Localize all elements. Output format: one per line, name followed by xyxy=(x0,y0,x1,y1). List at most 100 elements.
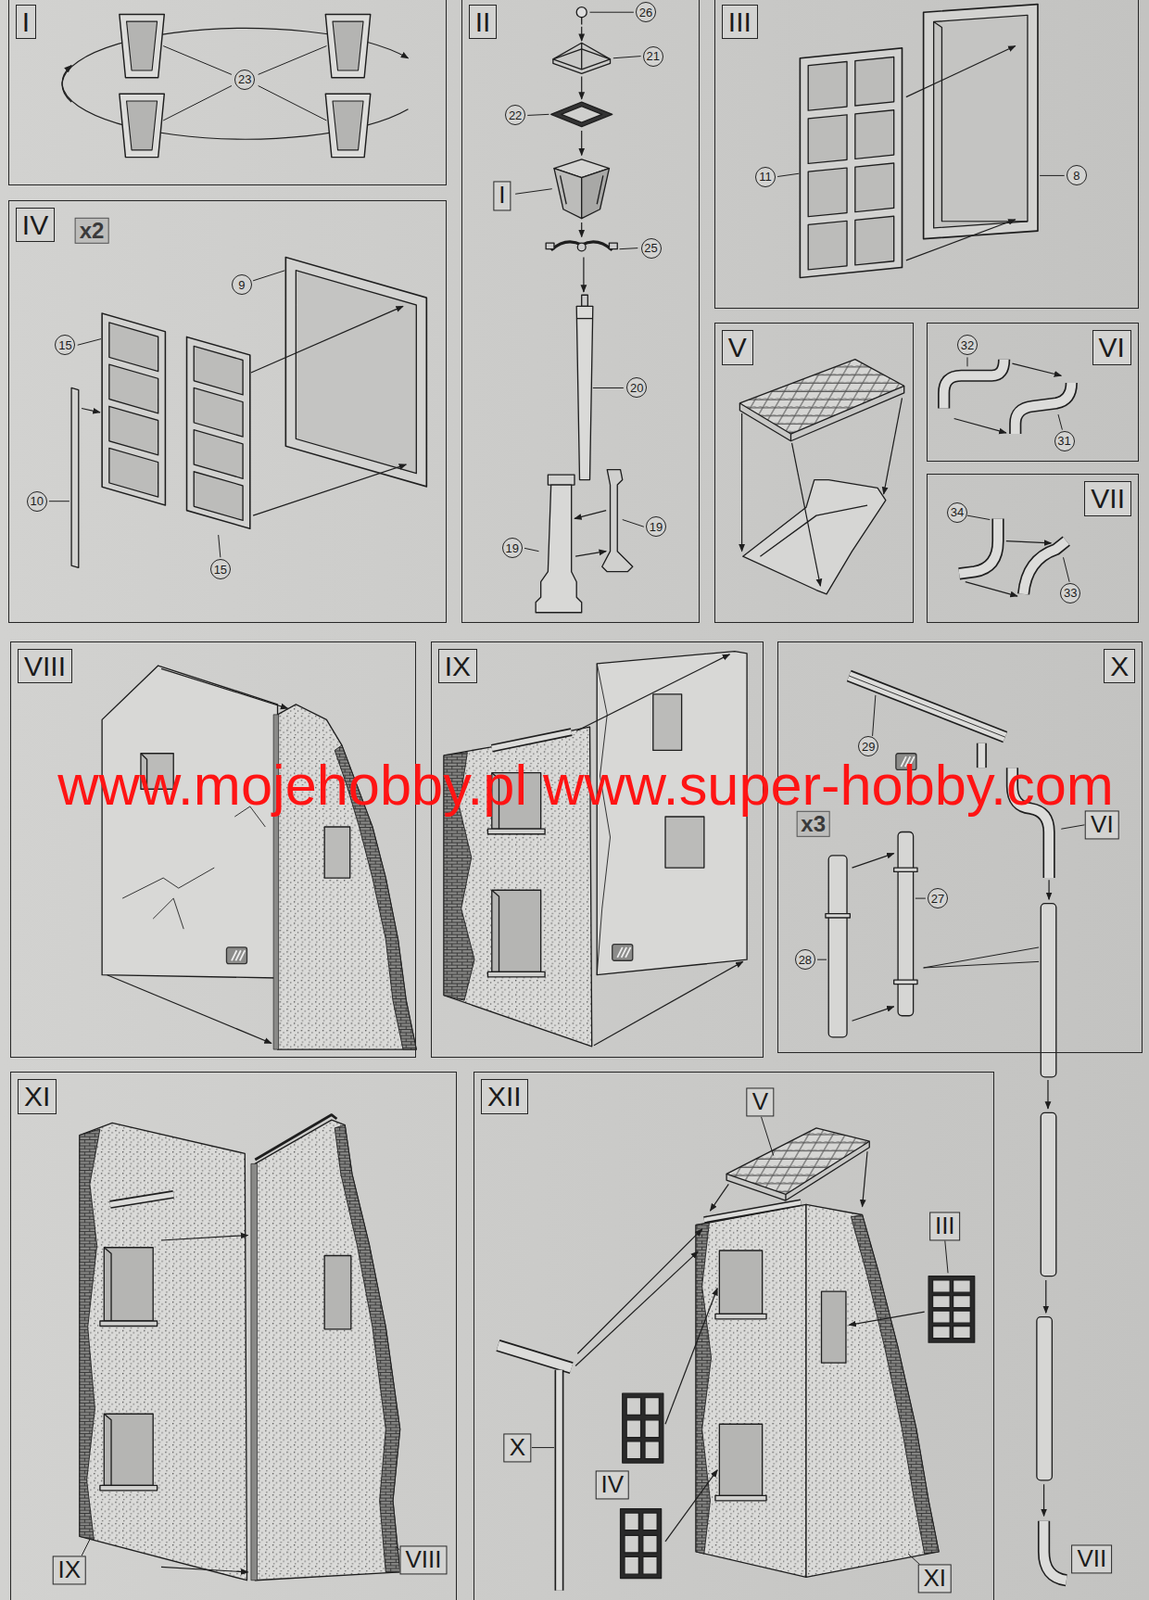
callout-number: 32 xyxy=(957,334,978,355)
drawing-part xyxy=(101,313,165,506)
drawing-part xyxy=(1006,541,1051,543)
drawing-part xyxy=(959,517,998,573)
pipe-shoe xyxy=(959,515,1070,596)
step-panel: III xyxy=(714,0,1139,309)
drawing-part xyxy=(187,336,251,529)
drawing-part xyxy=(163,46,327,121)
drawing-part xyxy=(1011,363,1061,376)
drawing-part xyxy=(906,219,1016,261)
drawing-part xyxy=(923,4,1038,240)
drawing-part xyxy=(665,816,705,868)
callout-number: 28 xyxy=(795,948,816,970)
step-number: VII xyxy=(1084,480,1132,517)
callout-number: 20 xyxy=(626,377,647,398)
step-number: VIII xyxy=(17,648,73,684)
drawing-part xyxy=(497,1344,571,1367)
drawing-part xyxy=(613,56,642,59)
drawing-part xyxy=(923,946,1039,968)
drawing-part xyxy=(487,971,545,977)
drawing-part xyxy=(527,113,549,115)
drawing-part xyxy=(100,1320,158,1326)
drawing-part xyxy=(593,387,624,389)
drawing-part xyxy=(251,305,404,373)
drawing-part xyxy=(119,93,165,157)
drawing-part xyxy=(593,960,744,1045)
drawing-part xyxy=(1040,903,1057,1077)
step-number: II xyxy=(468,4,498,40)
drawing-part xyxy=(848,675,1005,737)
callout-number: 22 xyxy=(505,104,526,126)
callout-number: 27 xyxy=(927,887,948,909)
callout-number: 21 xyxy=(643,46,664,67)
step-panel: XII xyxy=(473,1071,995,1600)
drawing-part xyxy=(719,1250,762,1314)
drawing-part xyxy=(285,257,427,487)
callout-number: 10 xyxy=(26,491,48,512)
drawing-part xyxy=(821,1290,846,1363)
drawing-part xyxy=(923,4,1038,240)
drawing-part xyxy=(555,1369,565,1591)
drawing-part xyxy=(577,242,586,252)
drawing-part xyxy=(107,974,272,1044)
drawing-part xyxy=(1047,879,1049,899)
callout-number: 8 xyxy=(1066,164,1087,186)
drawing-part xyxy=(799,48,902,278)
drawing-part xyxy=(928,1275,975,1343)
drawing-part xyxy=(808,62,847,112)
drawing-part xyxy=(792,442,821,586)
drawing-part xyxy=(254,1119,400,1580)
drawing-part xyxy=(49,270,285,557)
drawing-part xyxy=(1040,1111,1057,1276)
drawing-part xyxy=(808,220,847,270)
callout-number: 26 xyxy=(635,1,657,23)
drawing-part xyxy=(576,317,594,319)
part-reference: III xyxy=(929,1211,961,1240)
drawing-part xyxy=(1044,1520,1067,1580)
drawing-part xyxy=(561,106,603,124)
drawing-part xyxy=(620,1508,662,1579)
drawing-part xyxy=(704,1201,802,1220)
drawing-part xyxy=(944,359,1005,409)
drawing-part xyxy=(581,294,589,306)
drawing-part xyxy=(575,551,607,557)
drawing-part xyxy=(580,130,582,155)
drawing-part xyxy=(590,12,634,13)
walls-joined xyxy=(79,1114,405,1580)
drawing-part xyxy=(965,581,1018,596)
drawing-part xyxy=(79,1122,248,1579)
drawing-part xyxy=(103,1247,112,1486)
drawing-part xyxy=(1044,1520,1067,1580)
callout-number: 19 xyxy=(645,516,667,537)
drawing-part xyxy=(806,1203,939,1577)
step-panel: IV xyxy=(8,200,448,623)
drawing-part xyxy=(515,189,553,195)
part-reference: VIII xyxy=(400,1544,448,1574)
drawing-part xyxy=(894,979,918,984)
drawing-part xyxy=(531,1116,948,1567)
drawing-part xyxy=(545,242,555,250)
drawing-part xyxy=(850,1213,939,1554)
drawing-part xyxy=(161,1235,249,1241)
roof-section xyxy=(739,359,904,594)
step-number: IV xyxy=(15,207,55,243)
drawing-part xyxy=(872,694,876,736)
drawing-part xyxy=(608,242,618,250)
drawing-part xyxy=(855,56,895,106)
drawing-part xyxy=(1023,541,1067,594)
step-number: X xyxy=(1103,648,1136,684)
part-reference: XI xyxy=(917,1563,952,1592)
drawing-part xyxy=(575,1250,698,1365)
drawing-part xyxy=(944,359,1005,409)
drawing-part xyxy=(582,257,584,292)
step-panel: I xyxy=(8,0,448,186)
drawing-part xyxy=(665,1287,718,1424)
drawing-part xyxy=(828,855,847,1037)
drawing-part xyxy=(551,101,613,127)
drawing-part xyxy=(967,515,1070,582)
drawing-part xyxy=(119,13,165,77)
drawing-part xyxy=(161,1565,249,1572)
drawing-part xyxy=(576,654,730,732)
drawing-part xyxy=(739,359,904,434)
drawing-part xyxy=(580,76,582,100)
